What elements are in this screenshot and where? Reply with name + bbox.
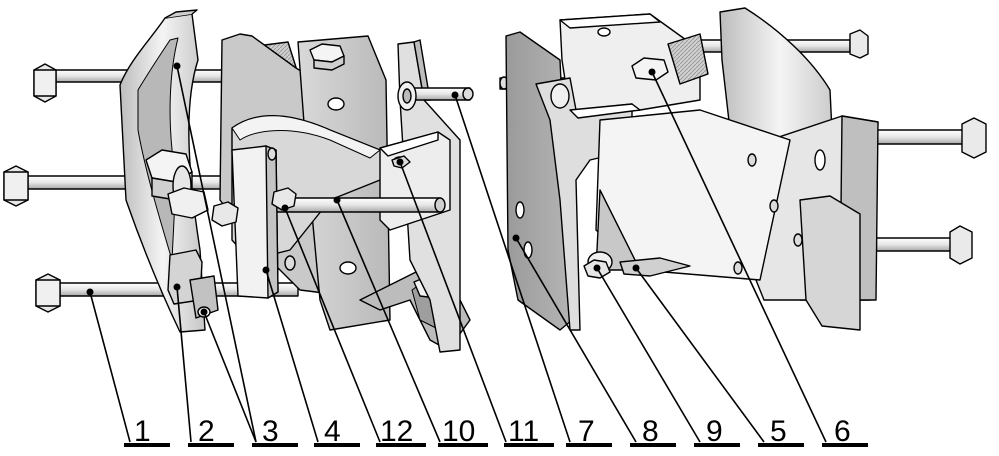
callout-7: 7 — [578, 415, 595, 448]
callout-12: 12 — [380, 415, 413, 448]
callout-9: 9 — [706, 415, 723, 448]
leader-dots — [86, 62, 656, 316]
hex-nut-top-right — [631, 57, 669, 81]
callout-6: 6 — [834, 415, 851, 448]
callout-8: 8 — [642, 415, 659, 448]
callout-10: 10 — [442, 415, 475, 448]
folded-hinge-plate — [595, 109, 791, 281]
hex-nut-top-left — [309, 43, 345, 71]
callout-2: 2 — [198, 415, 215, 448]
right-front-plate-lower — [799, 195, 861, 331]
small-clamp-plate-2 — [189, 275, 219, 319]
callout-11: 11 — [508, 415, 539, 448]
right-assembly — [499, 7, 987, 331]
upper-rod — [409, 87, 471, 101]
callout-4: 4 — [324, 415, 341, 448]
callout-1: 1 — [134, 415, 151, 448]
callout-labels: 1 2 3 4 12 10 11 7 8 9 5 6 — [124, 415, 868, 448]
callout-3: 3 — [262, 415, 279, 448]
left-assembly — [3, 9, 474, 353]
leader-lines — [89, 65, 827, 443]
callout-5: 5 — [770, 415, 787, 448]
front-nut-stack — [145, 149, 209, 219]
